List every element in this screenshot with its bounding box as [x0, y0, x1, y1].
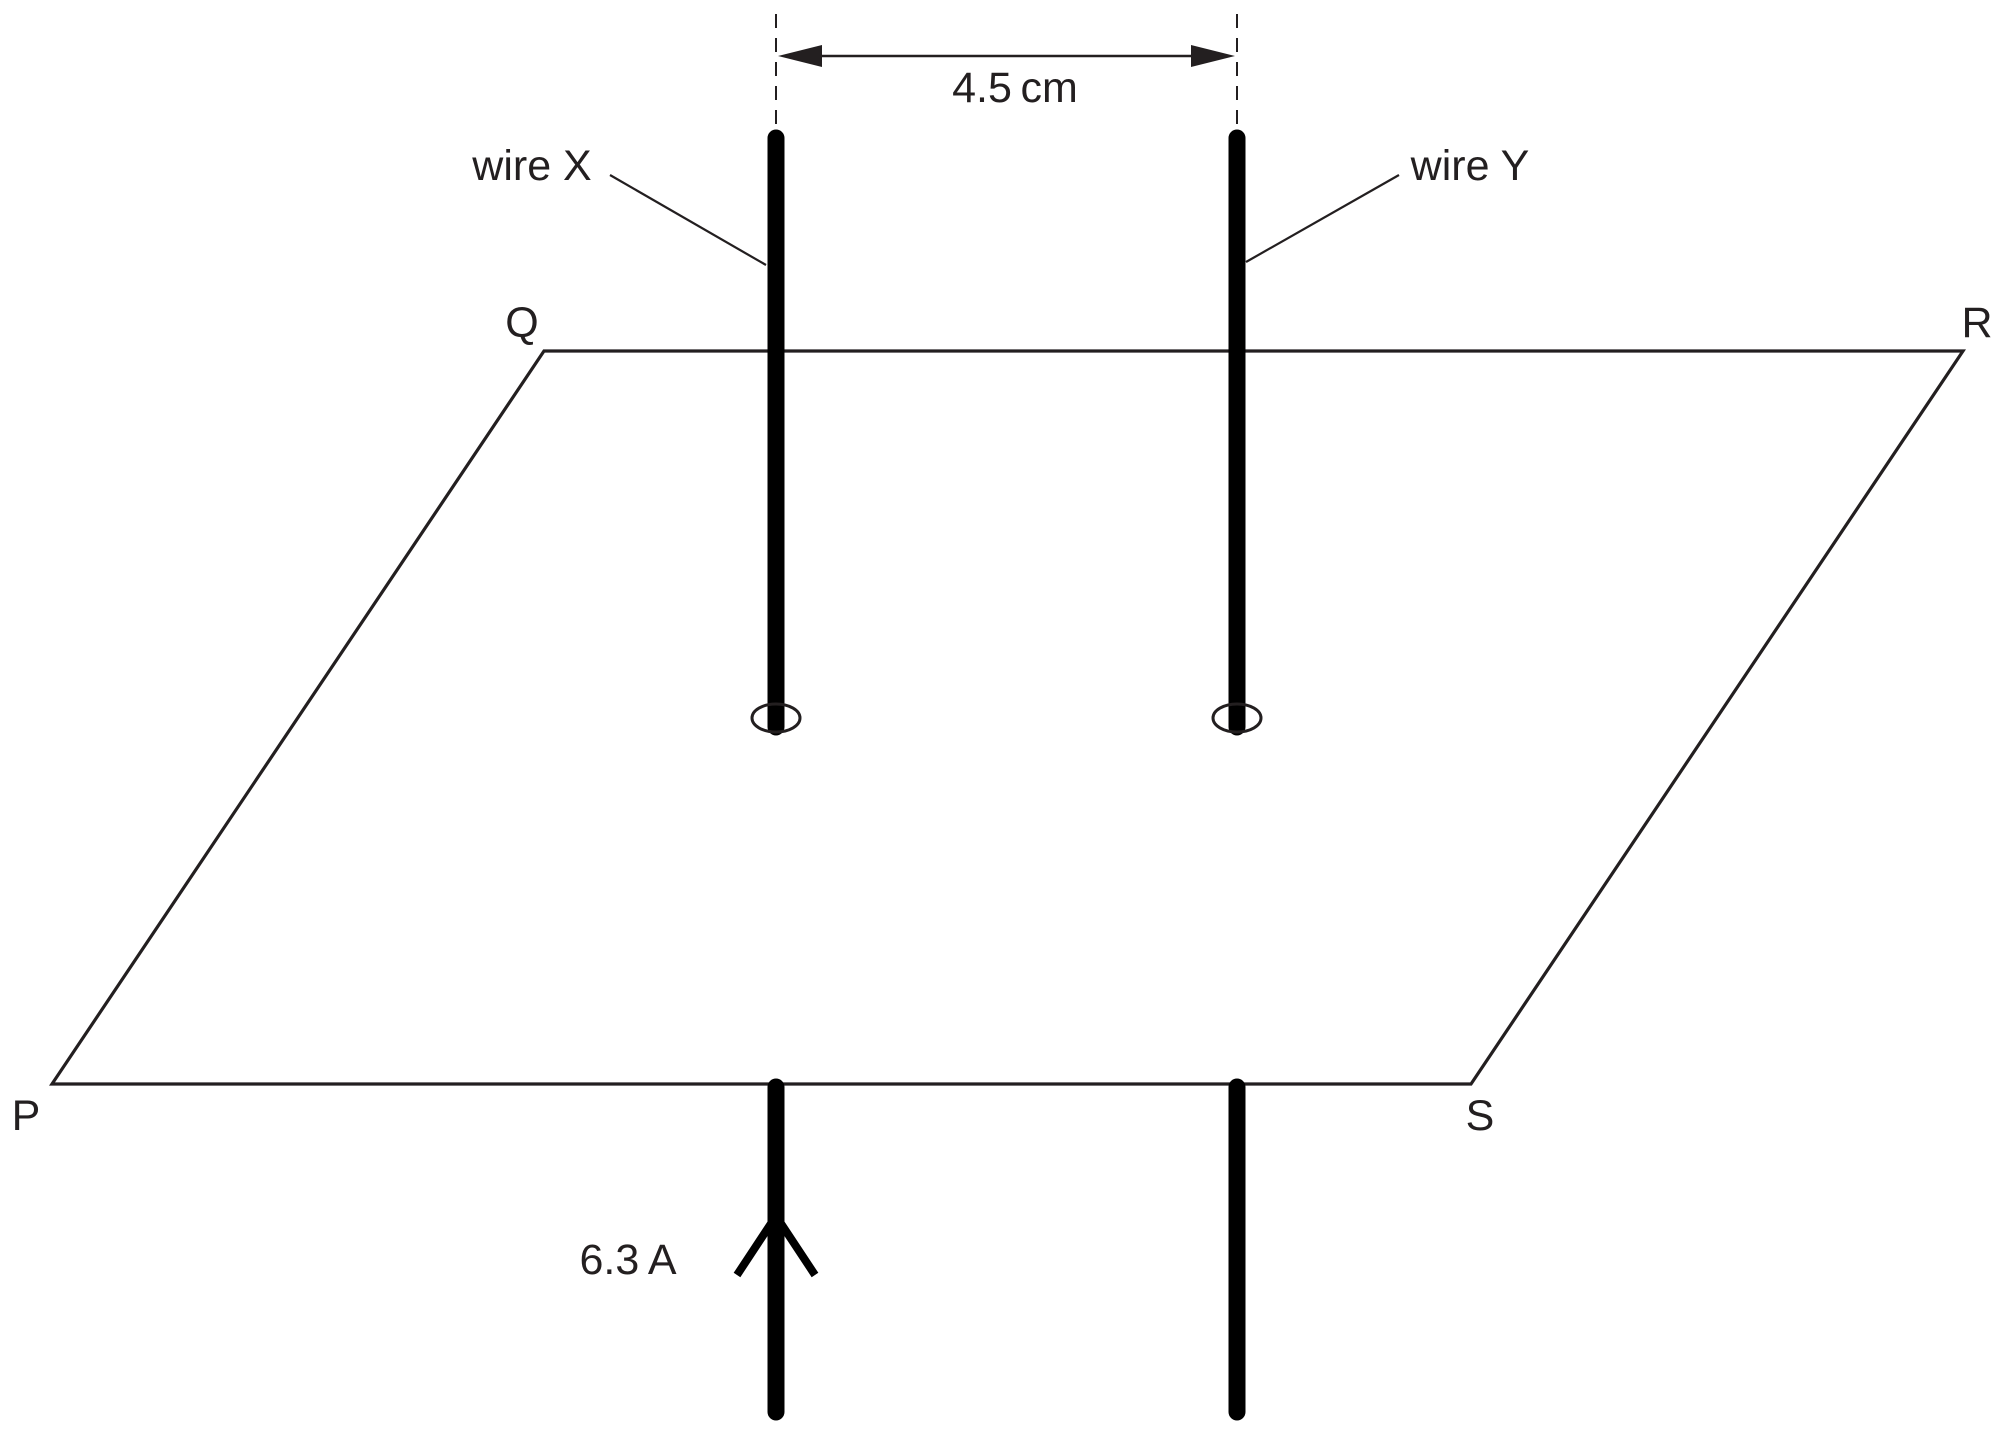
wire-x-leader-line	[609, 174, 767, 266]
current-arrow-icon	[733, 1208, 819, 1278]
wire-y-leader-line	[1245, 174, 1400, 263]
corner-label-q: Q	[505, 299, 538, 347]
wire-y-hole	[1211, 702, 1263, 734]
current-label: 6.3 A	[579, 1236, 676, 1284]
corner-label-s: S	[1466, 1092, 1495, 1140]
corner-label-p: P	[12, 1092, 41, 1140]
plane-pqrs	[48, 349, 1967, 1086]
dimension-arrowhead-left	[778, 45, 822, 67]
wire-x-hole	[750, 702, 802, 734]
wire-x-label: wire X	[471, 142, 591, 190]
separation-label: 4.5 cm	[952, 64, 1078, 112]
wire-y-label: wire Y	[1410, 142, 1530, 190]
corner-label-r: R	[1961, 299, 1992, 347]
dimension-arrowhead-right	[1191, 45, 1235, 67]
